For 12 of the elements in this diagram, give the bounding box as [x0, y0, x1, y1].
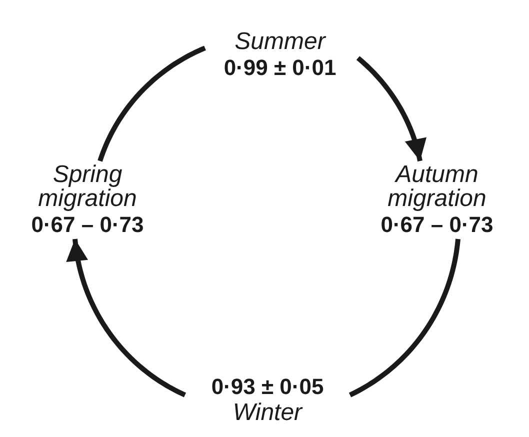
- survival-value: 0·67 – 0·73: [380, 211, 494, 239]
- cycle-arrow: [356, 56, 426, 162]
- survival-value: 0·99 ± 0·01: [224, 54, 336, 82]
- season-name: Summer: [234, 30, 326, 54]
- survival-value: 0·67 – 0·73: [31, 211, 144, 239]
- cycle-line: [348, 238, 460, 398]
- cycle-line: [98, 46, 206, 162]
- season-name: Winter: [232, 401, 302, 425]
- survival-value: 0·93 ± 0·05: [211, 373, 324, 401]
- season-name: Spring migration: [37, 163, 138, 211]
- cycle-arrow: [66, 238, 186, 398]
- season-name: Autumn migration: [386, 163, 488, 211]
